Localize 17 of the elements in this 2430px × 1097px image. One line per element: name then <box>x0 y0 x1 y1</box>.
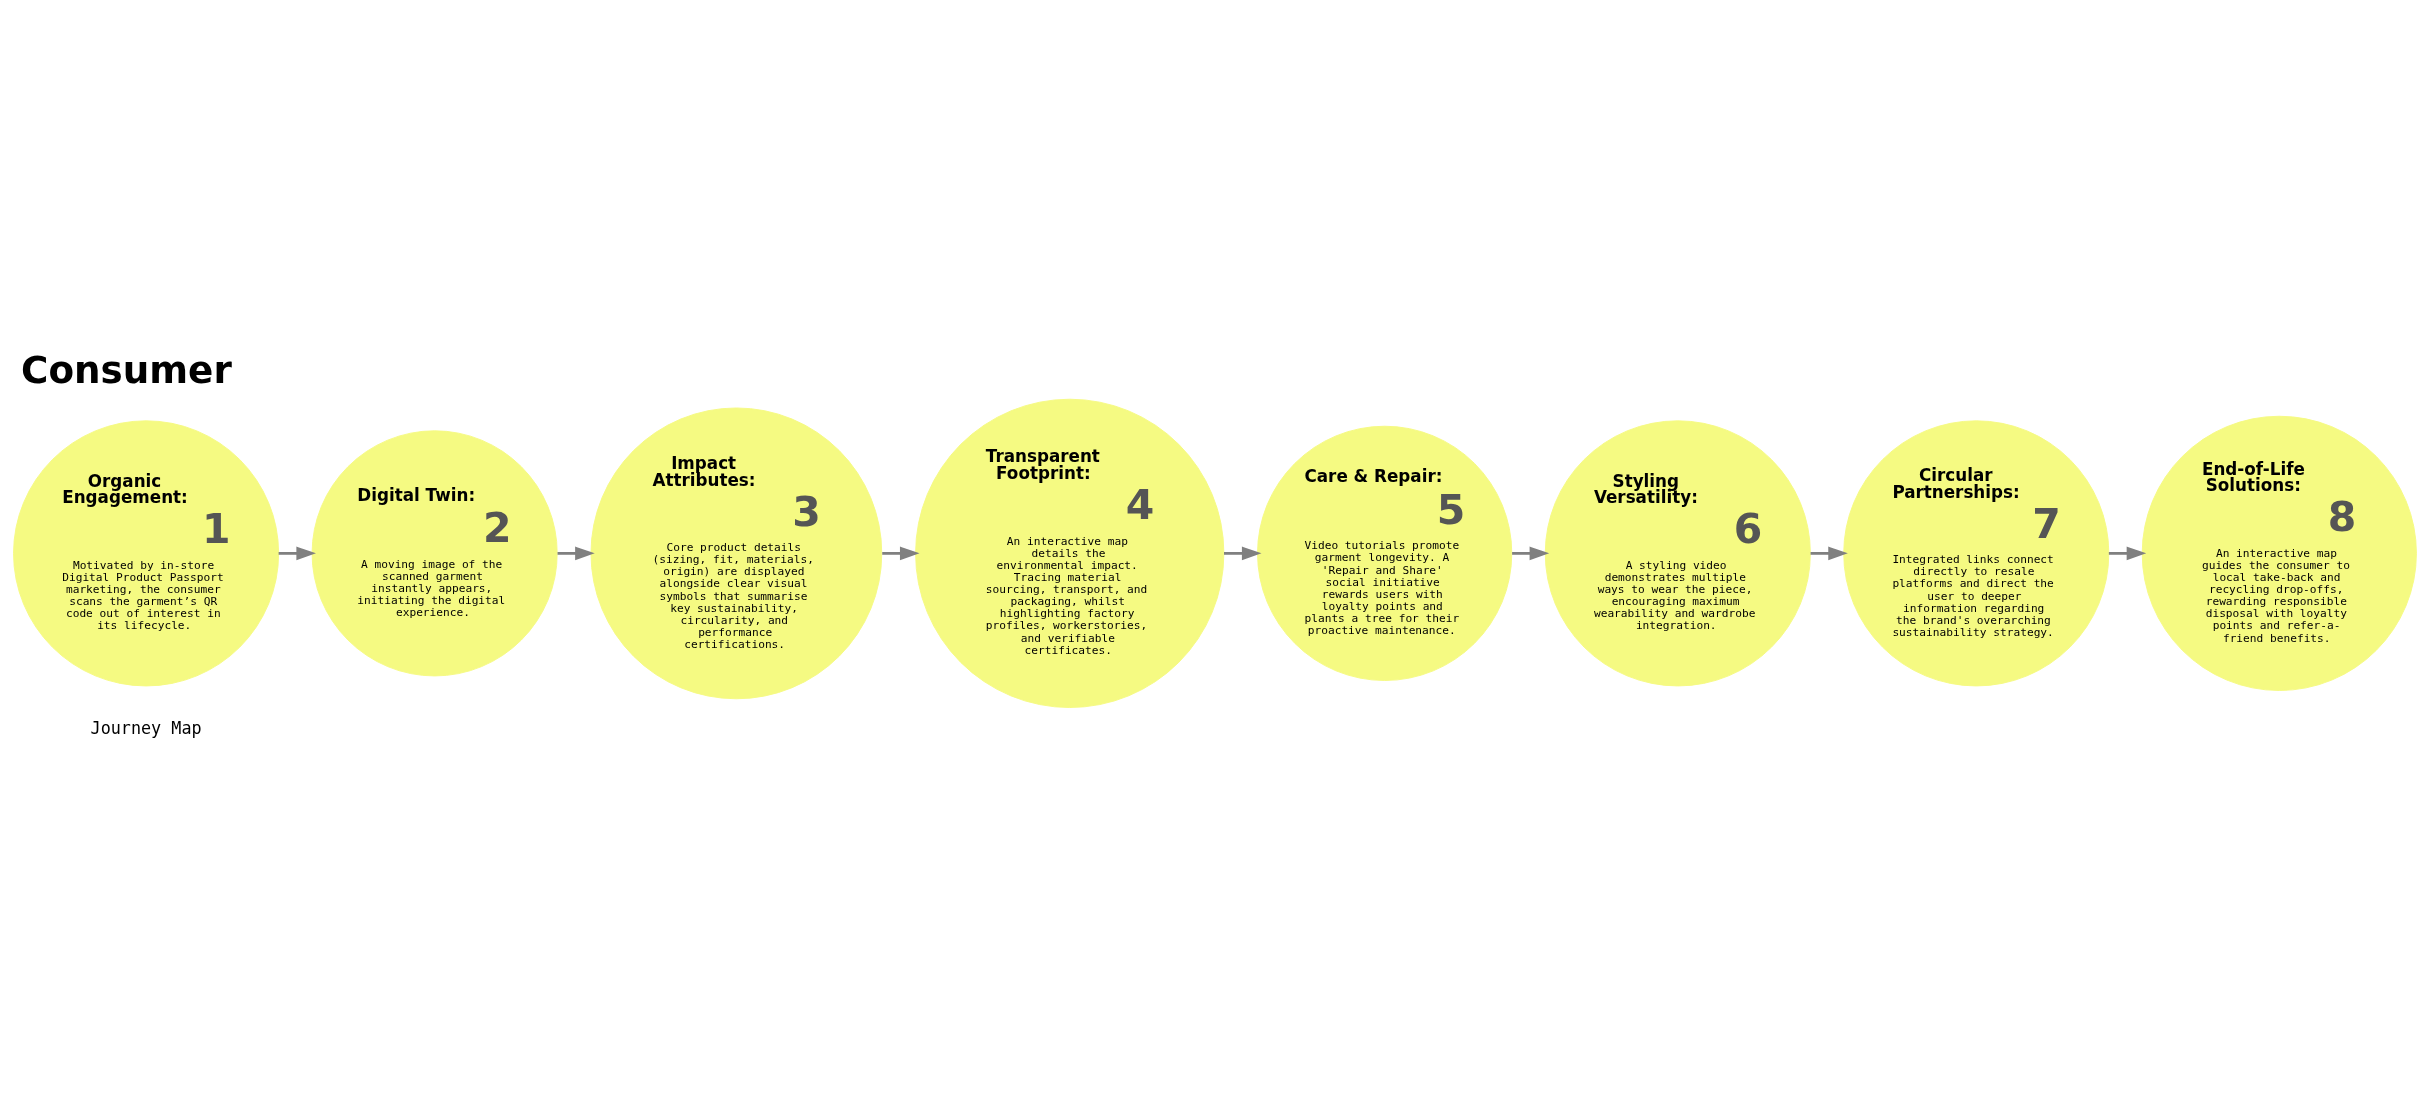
arrow <box>278 546 316 561</box>
label: Journey Map <box>90 717 202 738</box>
node-circle: Impact Attributes: 3 Core product details (sizing, fit, materials, origin) are displayed alongside clear visual symbols that summarise key sustainability, circularity, and performance certifications. <box>590 407 883 700</box>
node-circle: Styling Versatility: 6 A styling video demonstrates multiple ways to wear the piece, encouraging maximum wearability and wardrobe integration. <box>1544 420 1811 687</box>
arrow <box>557 546 595 561</box>
diagram-title: Consumer <box>21 348 232 393</box>
node-circle: Digital Twin: 2 A moving image of the scanned garment instantly appears, initiating the digital experience. <box>311 430 558 677</box>
arrow <box>1224 546 1262 561</box>
arrow <box>1512 546 1550 561</box>
arrow <box>2108 546 2147 561</box>
arrow <box>1810 546 1848 561</box>
arrow <box>882 546 920 561</box>
node-circle: End-of-Life Solutions: 8 An interactive map guides the consumer to local take-back and recycling drop-offs, rewarding responsible disposal with loyalty points and refer-a-friend benefits. <box>2141 415 2417 691</box>
node-circle: Transparent Footprint: 4 An interactive map details the environmental impact. Tracing material sourcing, transport, and packaging, whilst highlighting factory profiles, workerstories, and verifiable certificates. <box>915 398 1225 708</box>
node-circle: Circular Partnerships: 7 Integrated links connect directly to resale platforms and direct the user to deeper information regarding the brand's overarching sustainability strategy. <box>1843 420 2110 687</box>
node-circle: Organic Engagement: 1 Motivated by in-store Digital Product Passport marketing, the consumer scans the garment’s QR code out of interest in its lifecycle. <box>13 420 280 687</box>
node-circle: Care & Repair: 5 Video tutorials promote garment longevity. A 'Repair and Share' social initiative rewards users with loyalty points and plants a tree for their proactive maintenance. <box>1257 425 1513 681</box>
